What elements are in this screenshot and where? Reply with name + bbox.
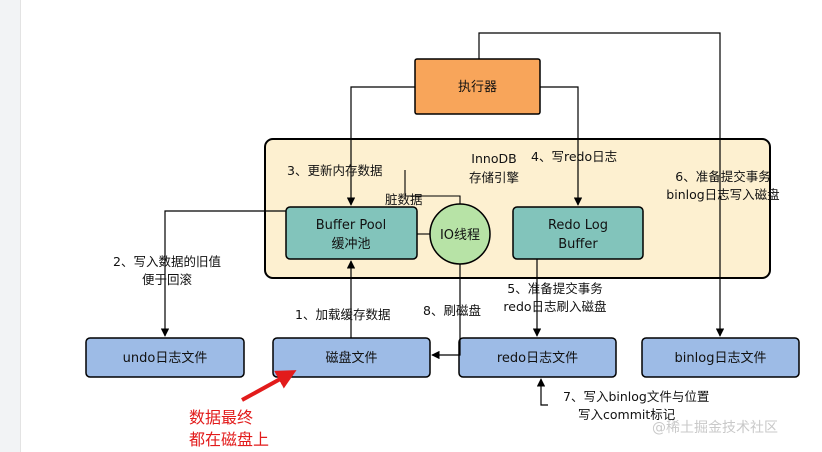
step5-label-line1: 5、准备提交事务: [507, 281, 602, 296]
step3-label: 3、更新内存数据: [287, 163, 382, 178]
redo-log-buffer-label-line2: Buffer: [558, 237, 598, 252]
redo-log-buffer-box: [512, 206, 644, 260]
step6-label-line2: binlog日志写入磁盘: [666, 187, 779, 202]
undo-file-box: [85, 337, 245, 378]
dirty-data-label: 脏数据: [385, 192, 423, 207]
redo-file-box: [458, 337, 617, 378]
step8-label: 8、刷磁盘: [423, 303, 481, 318]
buffer-pool-box: [285, 206, 418, 260]
binlog-file-box: [641, 337, 800, 378]
redo-log-buffer-label-line1: Redo Log: [548, 218, 608, 233]
step2-label-line1: 2、写入数据的旧值: [113, 254, 221, 269]
engine-label-line1: InnoDB: [471, 151, 516, 166]
step4-label: 4、写redo日志: [531, 149, 617, 164]
arrow-executor-to-binlog: [478, 32, 725, 337]
arrow-executor-to-buffer-pool: [346, 86, 415, 206]
executor-label: 执行器: [458, 80, 497, 95]
binlog-file-label: binlog日志文件: [675, 351, 767, 366]
io-thread-label: IO线程: [440, 228, 480, 243]
dirty-data-link: [404, 170, 461, 204]
step2-label-line2: 便于回滚: [142, 272, 193, 287]
step5-label-line2: redo日志刷入磁盘: [503, 299, 606, 314]
arrow-buffer-pool-to-undo: [160, 210, 286, 337]
disk-file-label: 磁盘文件: [325, 350, 377, 366]
watermark: @稀土掘金技术社区: [652, 420, 778, 436]
arrow-commit-mark-to-redo-file: [536, 378, 548, 406]
gutter-divider: [20, 0, 21, 452]
left-gutter: [0, 0, 20, 452]
engine-label-line2: 存储引擎: [469, 170, 519, 185]
annotation-line1: 数据最终: [189, 408, 253, 427]
arrow-executor-to-redo-buffer: [540, 86, 583, 206]
red-annotation-arrow: [241, 370, 297, 402]
step7-label-line1: 7、写入binlog文件与位置: [563, 389, 709, 404]
buffer-pool-label-line2: 缓冲池: [331, 237, 370, 252]
undo-file-label: undo日志文件: [123, 351, 208, 366]
step6-label-line1: 6、准备提交事务: [675, 169, 770, 184]
buffer-pool-label-line1: Buffer Pool: [316, 218, 386, 233]
annotation-line2: 都在磁盘上: [189, 430, 269, 449]
step1-label: 1、加载缓存数据: [295, 307, 390, 322]
redo-file-label: redo日志文件: [497, 351, 578, 366]
arrow-io-to-disk: [431, 264, 461, 360]
step7-label-line2: 写入commit标记: [578, 407, 676, 422]
